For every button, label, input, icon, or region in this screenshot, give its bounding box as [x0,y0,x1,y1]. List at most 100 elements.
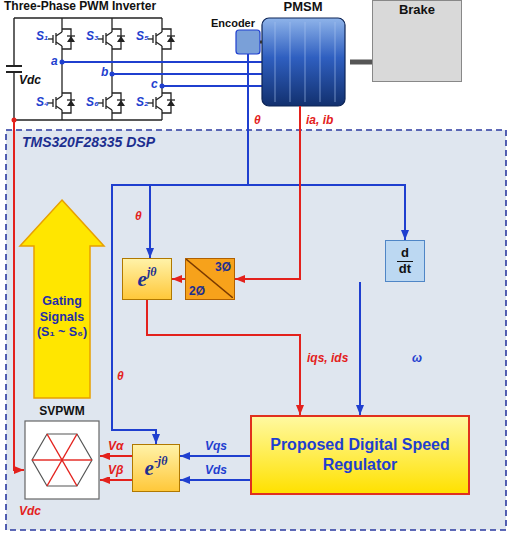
signal-label: Vdc [18,505,42,518]
text-holder: ejθ [138,269,157,290]
phase-label: c [151,78,158,91]
inverter-circuit [48,90,75,116]
node-text: SVPWM [39,404,84,418]
current-label: ia, ib [306,114,333,127]
phase-wire [182,85,232,87]
current-signal [235,110,300,279]
inverter-circuit [160,84,165,89]
motor-drawing [335,22,336,102]
arrow-shape [20,200,104,398]
text-holder: Gating Signals (S₁ ~ S₆) [34,294,90,341]
switch-label: S₃ [86,30,99,43]
vector-spoke [32,459,62,460]
phase-label: a [51,55,58,68]
node-subtext: -jθ [154,455,168,467]
vector-spoke [62,434,77,460]
switch-label: S₅ [136,30,149,43]
inverter-circuit [111,52,112,90]
angle-label: θ [117,370,124,383]
node-text: TMS320F28335 DSP [22,134,155,150]
dc-voltage-signal [14,125,24,470]
motor-drawing [262,18,345,106]
vector-spoke [47,434,62,460]
angle-signal [112,110,248,444]
dc-voltage-label: Vdc [19,74,41,87]
voltage-signal [100,479,132,481]
text-holder: Proposed Digital Speed Regulator [262,435,458,475]
transform-block: ejθ [122,258,172,300]
hexagon-symbol [32,434,92,486]
voltage-signal [180,479,250,481]
dsp-region [6,130,506,530]
motor-drawing [305,22,306,102]
text-holder: SVPWM [39,404,84,418]
text-holder: e-jθ [145,458,168,479]
derivative-block: ddt [385,240,425,282]
angle-label: θ [254,114,261,127]
node-text: Gating Signals (S₁ ~ S₆) [34,294,90,341]
current-signal [147,300,300,415]
split-line [186,259,233,298]
text-holder: 3Ø2Ø [186,259,234,299]
node-text: PMSM [284,0,323,14]
phase-wire [182,61,232,63]
node-text: e [145,458,154,479]
inverter-circuit [148,90,175,116]
inverter-circuit [98,26,125,52]
vector-spoke [47,460,62,486]
inverter-circuit [13,18,14,66]
signal-label: Vds [204,464,228,477]
inverter-circuit [148,26,175,52]
svpwm-block: SVPWM [24,404,100,502]
inverter-circuit [48,18,175,120]
svpwm-box [25,421,99,499]
speed-signal [359,282,361,415]
node-subtext: dt [399,262,411,276]
text-holder: ddt [397,246,413,276]
motor-drawing [299,106,301,110]
brake-block: Brake [372,0,462,82]
inverter-circuit [61,116,62,120]
inverter-circuit [61,18,62,26]
current-signal [172,278,185,280]
inverter-circuit [98,90,125,116]
signal-label: ω [411,352,423,365]
node-text: e [138,269,147,290]
text-holder: TMS320F28335 DSP [22,134,155,150]
motor-block: PMSM [232,0,350,110]
motor-drawing [275,22,335,102]
text-holder: PMSM [284,0,323,14]
inverter-circuit [60,60,65,65]
phase-conversion-block: 3Ø2Ø [185,258,235,300]
signal-label: Vβ [107,464,124,477]
signal-label: iqs, ids [306,352,349,365]
motor-drawing [260,41,262,44]
inverter-circuit [14,119,162,120]
motor-drawing [236,18,345,110]
motor-drawing [247,54,249,110]
inverter-circuit [13,72,14,120]
encoder-label: Encoder [211,17,255,29]
inverse-transform-block: e-jθ [132,444,180,492]
gating-arrow: Gating Signals (S₁ ~ S₆) [18,198,106,400]
inverter-circuit [161,116,162,120]
motor-drawing [275,22,276,102]
inverter-circuit [112,73,182,75]
motor-drawing [236,30,260,54]
angle-label: θ [135,210,142,223]
inverter-circuit [14,17,162,18]
inverter-circuit [62,62,262,86]
node-subtext: jθ [147,266,157,278]
inverter-circuit [110,72,115,77]
inverter-circuit [12,118,17,123]
node-text: Three-Phase PWM Inverter [4,0,156,13]
switch-label: S₁ [36,30,48,43]
switch-label: S₄ [36,96,49,109]
node-subtext: 2Ø [189,285,205,297]
node-text: Proposed Digital Speed Regulator [262,435,458,475]
inverter-circuit [6,18,262,125]
inverter-circuit [6,65,22,67]
inverter-circuit [111,18,112,26]
phase-label: b [101,66,108,79]
